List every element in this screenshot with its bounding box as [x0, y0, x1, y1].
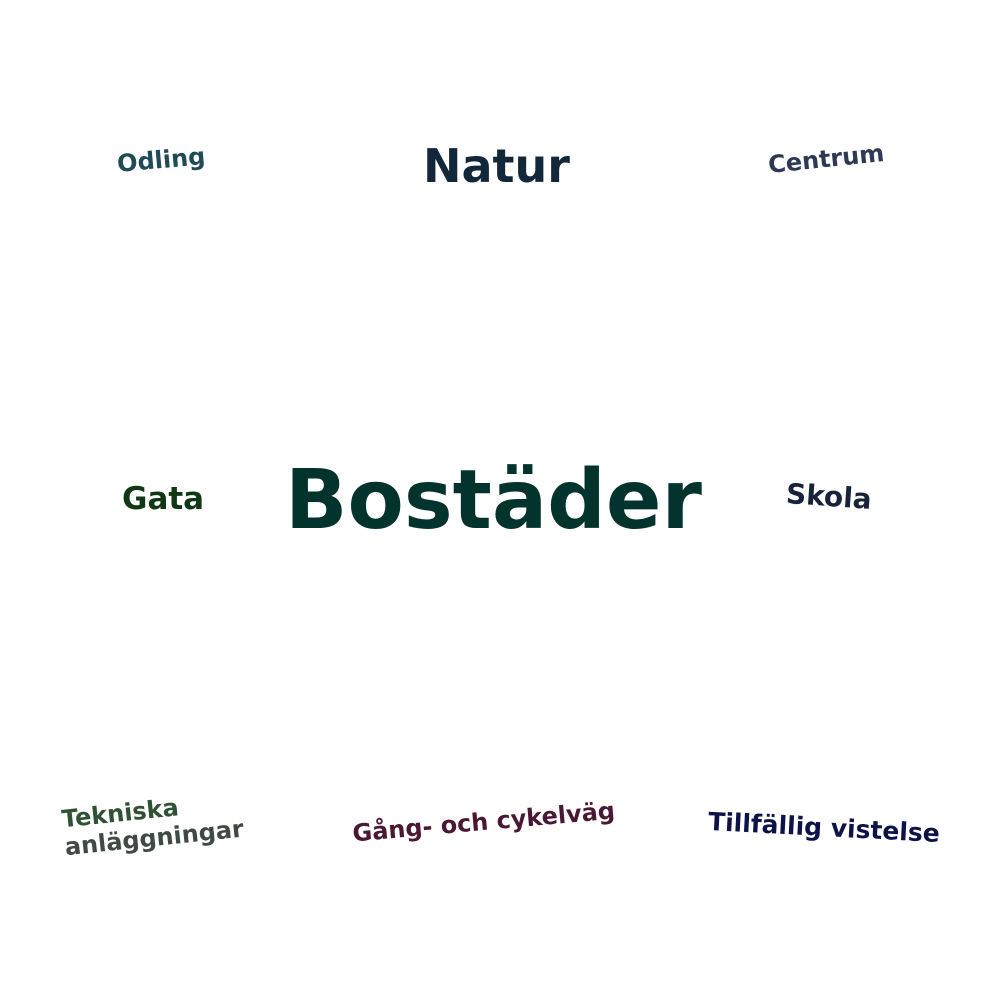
- word-gang-och-cykelvag: Gång- och cykelväg: [351, 796, 617, 848]
- word-tekniska-anlaggningar: Tekniska anläggningar: [61, 788, 245, 862]
- word-gata: Gata: [122, 481, 205, 517]
- word-natur: Natur: [423, 139, 570, 193]
- word-skola: Skola: [784, 477, 873, 516]
- word-bostader: Bostäder: [285, 453, 702, 548]
- word-tillfallig-vistelse: Tillfällig vistelse: [707, 806, 941, 849]
- word-odling: Odling: [115, 142, 207, 178]
- word-centrum: Centrum: [766, 138, 886, 180]
